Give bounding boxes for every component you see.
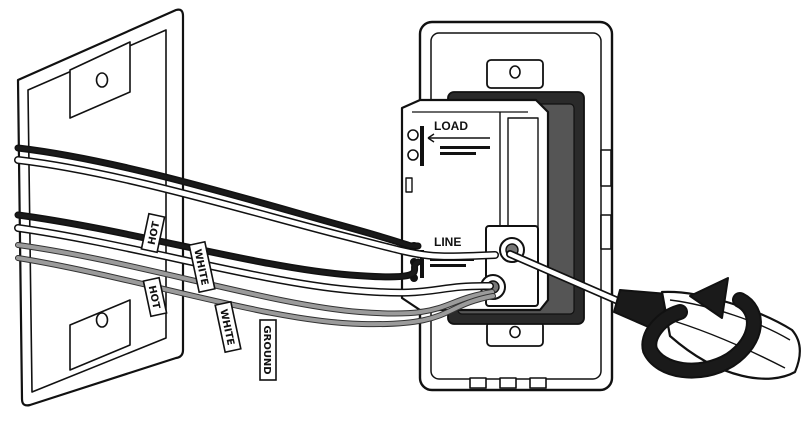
wall-box-icon [16, 8, 185, 407]
white-upper-tag: WHITE [188, 240, 216, 294]
ground-label: GROUND [261, 325, 272, 374]
hot-upper-label: HOT [147, 220, 163, 246]
cable-bundle [14, 144, 499, 328]
gfci-receptacle-icon [400, 20, 614, 392]
load-label: LOAD [434, 119, 468, 133]
white-lower-tag: WHITE [214, 300, 242, 354]
rotate-clockwise-arrow-icon [641, 277, 762, 379]
hot-lower-tag: HOT [142, 276, 168, 318]
ground-tag: GROUND [259, 319, 277, 381]
hot-upper-tag: HOT [140, 212, 166, 254]
line-label: LINE [434, 235, 461, 249]
hot-lower-label: HOT [146, 285, 162, 311]
